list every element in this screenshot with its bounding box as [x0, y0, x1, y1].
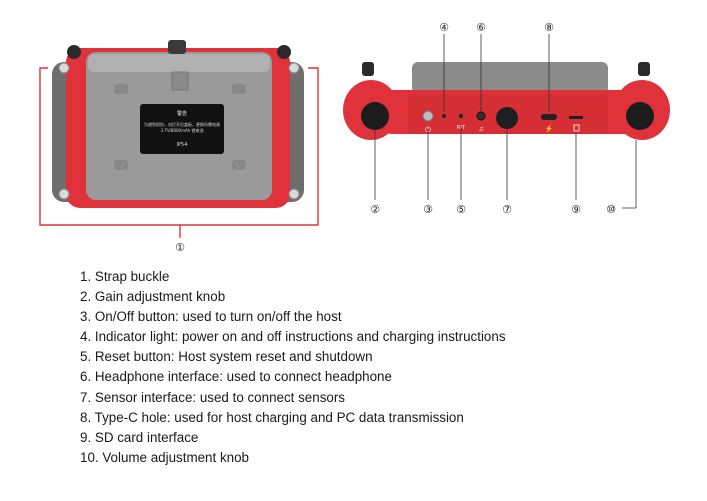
legend-item: 6. Headphone interface: used to connect …	[80, 369, 392, 385]
legend-item: 7. Sensor interface: used to connect sen…	[80, 389, 345, 405]
label-warning-title: 警告	[177, 110, 187, 117]
top-connector	[168, 40, 186, 54]
legend-item: 1. Strap buckle	[80, 269, 170, 284]
label-line-1: 为避免损伤，勿打开后盖板，更换所需电源	[144, 121, 220, 127]
legend-item: 9. SD card interface	[80, 429, 199, 445]
corner-screws	[58, 45, 300, 200]
warning-label-plate	[140, 104, 224, 154]
label-line-2: 3.7V/8000mAh 锂电池	[160, 127, 203, 133]
legend-item: 2. Gain adjustment knob	[80, 289, 226, 305]
callout-1: ①	[175, 241, 185, 254]
label-rating: IP54	[177, 142, 188, 148]
legend-item: 5. Reset button: Host system reset and s…	[80, 349, 373, 365]
legend-item: 8. Type-C hole: used for host charging a…	[80, 409, 464, 425]
parts-legend: 1. Strap buckle 2. Gain adjustment knob …	[80, 267, 506, 468]
legend-item: 3. On/Off button: used to turn on/off th…	[80, 309, 342, 325]
legend-item: 4. Indicator light: power on and off ins…	[80, 329, 506, 345]
legend-item: 10. Volume adjustment knob	[80, 449, 249, 465]
strap-bracket	[39, 67, 319, 238]
